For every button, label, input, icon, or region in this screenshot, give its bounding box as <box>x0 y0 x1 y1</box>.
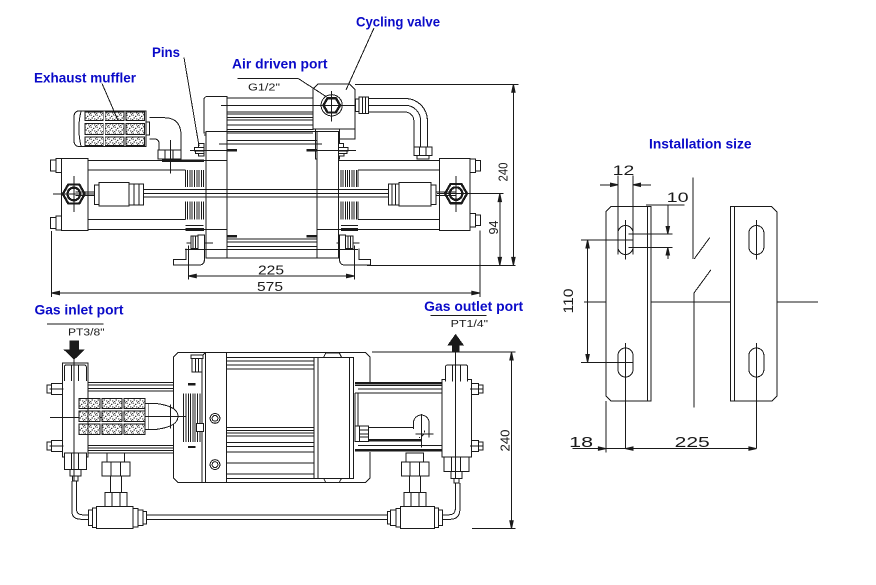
svg-text:Exhaust muffler: Exhaust muffler <box>34 71 137 86</box>
svg-text:Air driven port: Air driven port <box>232 57 328 72</box>
svg-text:Gas outlet port: Gas outlet port <box>424 299 524 314</box>
svg-text:225: 225 <box>258 264 284 278</box>
svg-text:Gas inlet port: Gas inlet port <box>35 303 125 318</box>
svg-text:PT3/8": PT3/8" <box>68 327 105 339</box>
svg-text:Cycling valve: Cycling valve <box>356 15 440 30</box>
svg-text:575: 575 <box>257 280 283 294</box>
svg-text:G1/2": G1/2" <box>248 82 280 94</box>
svg-text:Installation size: Installation size <box>649 137 752 152</box>
svg-text:240: 240 <box>499 429 513 451</box>
svg-text:110: 110 <box>560 288 576 313</box>
svg-text:10: 10 <box>667 189 689 205</box>
svg-text:225: 225 <box>675 435 710 451</box>
svg-text:PT1/4": PT1/4" <box>451 318 489 330</box>
svg-text:12: 12 <box>613 162 635 178</box>
svg-text:240: 240 <box>497 162 511 181</box>
svg-text:18: 18 <box>569 435 593 451</box>
svg-text:Pins: Pins <box>152 45 180 60</box>
svg-text:94: 94 <box>487 220 501 234</box>
